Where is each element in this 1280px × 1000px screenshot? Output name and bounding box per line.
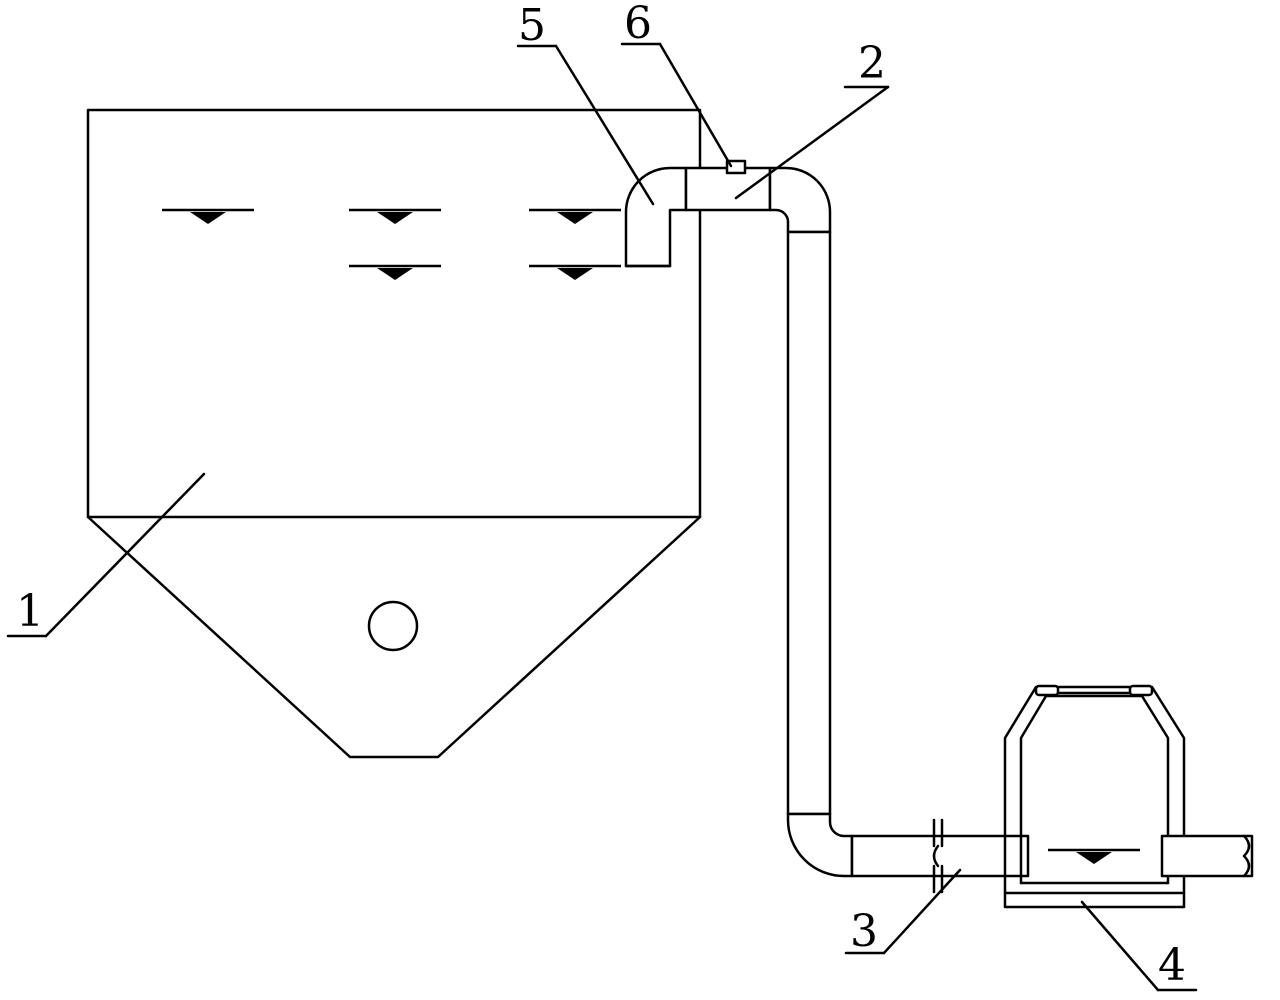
vent-valve <box>725 159 747 175</box>
water-level-mark <box>529 208 621 224</box>
leader-lines <box>6 42 1198 992</box>
water-level-mark <box>349 208 441 224</box>
label-well: 4 <box>1158 940 1186 991</box>
label-drain-pipe: 3 <box>850 906 878 957</box>
horizontal-drain-pipe <box>850 818 1030 894</box>
siphon-downpipe <box>768 166 854 878</box>
outlet-port-circle <box>367 600 419 652</box>
water-level-mark <box>529 264 621 280</box>
siphon-inlet-elbow <box>624 166 688 268</box>
label-vent: 6 <box>624 0 652 49</box>
settling-tank <box>86 108 702 759</box>
water-level-mark <box>349 264 441 280</box>
water-level-marks <box>162 208 621 280</box>
receiving-well <box>1003 684 1254 909</box>
water-level-mark <box>1048 848 1140 864</box>
water-level-mark <box>162 208 254 224</box>
label-tank: 1 <box>16 586 44 637</box>
label-siphon-inlet: 5 <box>518 0 546 51</box>
label-siphon-outlet: 2 <box>858 38 886 89</box>
siphon-crown-connector <box>684 159 772 212</box>
